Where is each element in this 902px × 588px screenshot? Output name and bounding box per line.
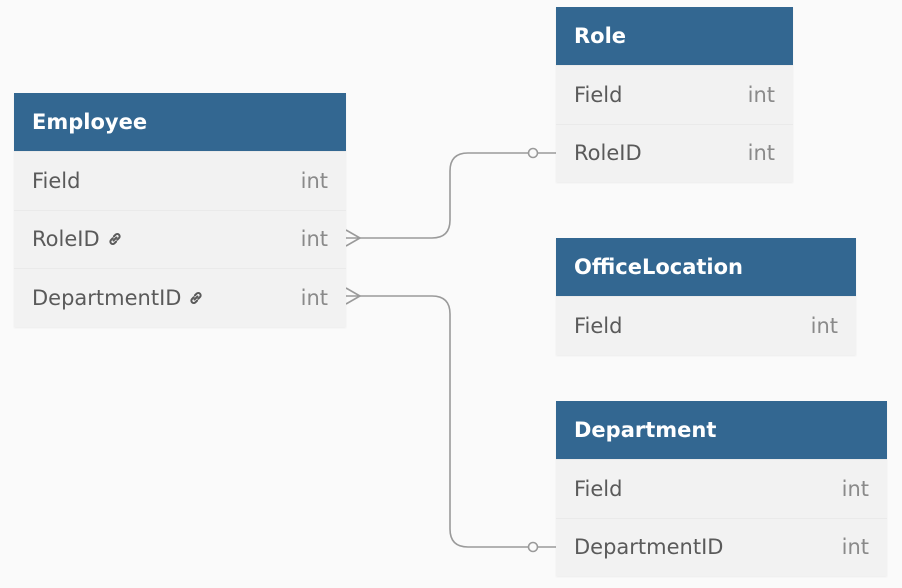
table-department[interactable]: Department Field int DepartmentID int [556,401,887,576]
field-type: int [300,285,328,310]
field-name: Field [574,476,623,501]
table-department-title: Department [556,401,887,459]
one-marker-role-roleid-icon [527,147,539,159]
field-type: int [300,168,328,193]
table-row[interactable]: Field int [556,459,887,518]
table-row[interactable]: DepartmentID int [556,517,887,577]
table-office-location-title: OfficeLocation [556,238,856,296]
field-type: int [747,141,775,166]
crowfoot-employee-departmentid-icon [345,287,362,305]
field-type: int [841,476,869,501]
table-role[interactable]: Role Field int RoleID int [556,7,793,182]
table-row[interactable]: Field int [556,296,856,355]
table-row[interactable]: DepartmentID int [14,268,346,327]
field-name: Field [32,168,81,193]
field-type: int [300,227,328,252]
table-office-location[interactable]: OfficeLocation Field int [556,238,856,355]
table-role-title: Role [556,7,793,65]
field-name: Field [574,82,623,107]
field-type: int [841,535,869,560]
link-icon [190,291,203,304]
link-icon [109,233,121,246]
field-type: int [810,313,838,338]
table-row[interactable]: RoleID int [14,209,346,269]
relation-employee-department-line [346,295,532,548]
field-name: RoleID [574,141,642,166]
field-name: DepartmentID [32,285,182,310]
table-employee-title: Employee [14,93,346,151]
table-employee[interactable]: Employee Field int RoleID int Department… [14,93,346,327]
table-row[interactable]: Field int [556,65,793,124]
table-row[interactable]: Field int [14,151,346,210]
table-row[interactable]: RoleID int [556,123,793,183]
field-name: DepartmentID [574,535,724,560]
crowfoot-employee-roleid-icon [345,229,362,247]
relation-employee-role-line [346,152,532,239]
field-name: Field [574,313,623,338]
one-marker-department-departmentid-icon [527,541,539,553]
field-type: int [747,82,775,107]
field-name: RoleID [32,227,100,252]
